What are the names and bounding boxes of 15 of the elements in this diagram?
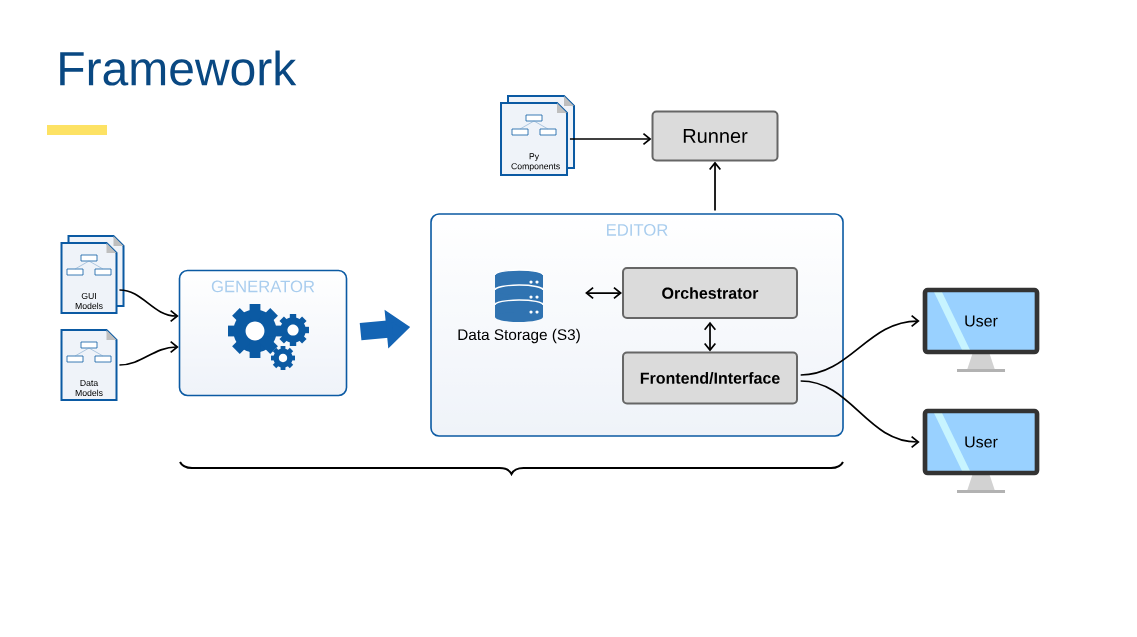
arrow [569,132,652,146]
process-box: Runner [651,110,779,162]
process-box: Frontend/Interface [622,351,798,405]
arrow [799,380,920,449]
process-box: Orchestrator [622,267,798,319]
node-label: Data Storage (S3) [458,328,580,344]
monitor: User [922,287,1040,372]
arrow [703,321,717,352]
arrow [708,161,722,212]
arrow [585,286,622,300]
monitor: User [922,408,1040,493]
arrow [799,314,920,376]
arrow [118,340,179,366]
title: Framework [60,50,297,86]
arrow [118,289,179,323]
